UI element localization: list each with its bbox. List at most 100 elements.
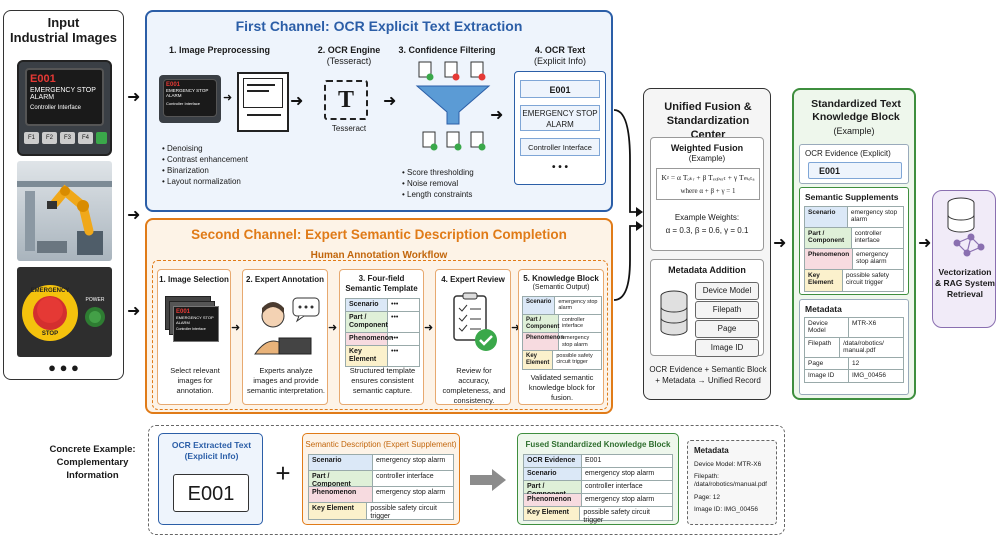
ex-fused-value: possible safety circuit trigger <box>583 509 650 525</box>
metadata-addition-box: Metadata Addition Device Model Filepath … <box>650 259 764 357</box>
ex-fused-key: Part / Component <box>524 481 582 498</box>
workflow-step-card: 3. Four-field Semantic Template Scenario… <box>339 269 424 405</box>
bullet-item: Contrast enhancement <box>162 154 282 165</box>
binarized-image-icon <box>237 72 289 132</box>
ex-fused-value: controller interface <box>585 483 643 490</box>
example-ocr-title: OCR Extracted Text (Explicit Info) <box>171 440 252 461</box>
stack-front: E001 EMERGENCY STOP ALARM Controller Int… <box>173 306 219 342</box>
estop-label-bottom: STOP <box>41 331 59 337</box>
std-sem-key: Key Element <box>805 270 843 291</box>
ch2-step2-desc: Experts analyze images and provide seman… <box>247 366 325 395</box>
std-meta-key: Image ID <box>805 370 849 382</box>
input-title-1: Input <box>47 15 80 30</box>
template-field: Scenario <box>346 299 388 312</box>
ch1-step4-title: 4. OCR Text <box>534 45 586 55</box>
example-metadata-title: Metadata <box>694 446 729 455</box>
binarized-line <box>247 90 269 92</box>
example-metadata-box: Metadata Device Model: MTR-X6 Filepath: … <box>687 440 777 525</box>
mini-screen: E001 EMERGENCY STOP ALARM Controller Int… <box>163 79 217 117</box>
example-label: Concrete Example: Complementary Informat… <box>49 444 136 481</box>
first-channel-title: First Channel: OCR Explicit Text Extract… <box>235 18 523 34</box>
kb-value: emergency stop alarm <box>558 299 598 312</box>
template-row: Phenomenon••• <box>346 333 419 347</box>
weighted-fusion-title: Weighted Fusion <box>670 143 744 153</box>
image-stack-icon: E001 EMERGENCY STOP ALARM Controller Int… <box>165 296 221 350</box>
meta-chip-device-model: Device Model <box>695 282 759 300</box>
example-fused-title: Fused Standardized Knowledge Block <box>525 440 671 449</box>
bullet-item: Length constraints <box>402 189 502 200</box>
fusion-title: Unified Fusion & Standardization Center <box>664 101 752 141</box>
ocr-text-item: Controller Interface <box>520 138 600 156</box>
input-panel: Input Industrial Images E001 EMERGENCY S… <box>3 10 124 380</box>
template-dots: ••• <box>391 301 399 308</box>
robot-arm-image <box>17 161 112 261</box>
hmi-key: F1 <box>24 132 39 144</box>
workflow-step-card: 1. Image Selection E001 EMERGENCY STOP A… <box>157 269 231 405</box>
hmi-code: E001 <box>30 73 56 85</box>
stack-line: Controller Interface <box>176 327 206 331</box>
kb-key: Phenomenon <box>523 333 564 351</box>
weighted-fusion-box: Weighted Fusion (Example) Kᵡ = α Tₒₖᵣ + … <box>650 137 764 251</box>
std-meta-value: 12 <box>852 359 860 367</box>
ex-sem-key: Part / Component <box>309 471 373 488</box>
arrow-right-icon: ➜ <box>918 235 932 252</box>
fusion-center-panel: Unified Fusion & Standardization Center … <box>643 88 771 400</box>
std-meta-value: /data/robotics/ manual.pdf <box>843 339 884 355</box>
ch2-step2-title: 2. Expert Annotation <box>246 275 324 284</box>
arrow-right-icon: ➜ <box>290 93 304 110</box>
ch1-step1-title: 1. Image Preprocessing <box>168 45 271 55</box>
ex-fused-value: emergency stop alarm <box>585 470 655 477</box>
ch1-step4-sub: (Explicit Info) <box>533 56 586 66</box>
estop-panel-image: EMERGENCY STOP POWER <box>17 267 112 357</box>
ch1-step2-title: 2. OCR Engine <box>317 45 381 55</box>
example-semantic-box: Semantic Description (Expert Supplement)… <box>302 433 460 525</box>
first-channel-panel: First Channel: OCR Explicit Text Extract… <box>145 10 613 212</box>
template-field: Phenomenon <box>346 333 393 346</box>
estop-label-top: EMERGENCY <box>30 288 70 294</box>
example-ocr-value: E001 <box>173 474 249 512</box>
ocr-text-item: EMERGENCY STOP ALARM <box>520 105 600 131</box>
formula-box: Kᵡ = α Tₒₖᵣ + β Tₑₓₚₑᵣₜ + γ Tₘₑₜₐ where … <box>656 168 760 200</box>
arrow-right-icon: ➜ <box>773 235 787 252</box>
kb-key: Scenario <box>523 297 556 314</box>
ex-fused-value: emergency stop alarm <box>585 496 655 503</box>
std-metadata-title: Metadata <box>805 304 842 314</box>
std-sem-value: possible safety circuit trigger <box>845 272 889 287</box>
std-ocr-label: OCR Evidence (Explicit) <box>805 149 891 158</box>
vector-database-icon <box>947 197 985 257</box>
arrow-right-icon: ➜ <box>127 207 141 224</box>
input-title-2: Industrial Images <box>10 30 117 45</box>
metadata-addition-title: Metadata Addition <box>668 265 746 275</box>
ch2-step3-title: 3. Four-field Semantic Template <box>345 274 418 293</box>
std-ocr-box: OCR Evidence (Explicit) E001 <box>799 144 909 184</box>
arrow-right-icon: ➜ <box>127 303 141 320</box>
bullet-item: Noise removal <box>402 178 502 189</box>
fusion-formula: Kᵡ = α Tₒₖᵣ + β Tₑₓₚₑᵣₜ + γ Tₘₑₜₐ <box>661 173 755 182</box>
hmi-line-1: EMERGENCY STOP <box>30 87 96 94</box>
bullet-item: Binarization <box>162 165 282 176</box>
merge-connector-icon <box>613 109 643 301</box>
database-icon <box>660 290 688 336</box>
std-block-sub: (Example) <box>833 126 875 136</box>
example-meta-line: Filepath: /data/robotics/manual.pdf <box>694 473 767 488</box>
ch2-step4-desc: Review for accuracy, completeness, and c… <box>442 366 506 405</box>
review-checklist-icon <box>453 292 497 351</box>
ch2-step1-title: 1. Image Selection <box>159 275 229 284</box>
ex-sem-key: Key Element <box>309 503 368 519</box>
expert-person-icon <box>254 297 320 355</box>
workflow-step-card: 5. Knowledge Block (Semantic Output) Sce… <box>518 269 604 405</box>
hmi-key: F2 <box>42 132 57 144</box>
binarized-line <box>247 84 275 86</box>
